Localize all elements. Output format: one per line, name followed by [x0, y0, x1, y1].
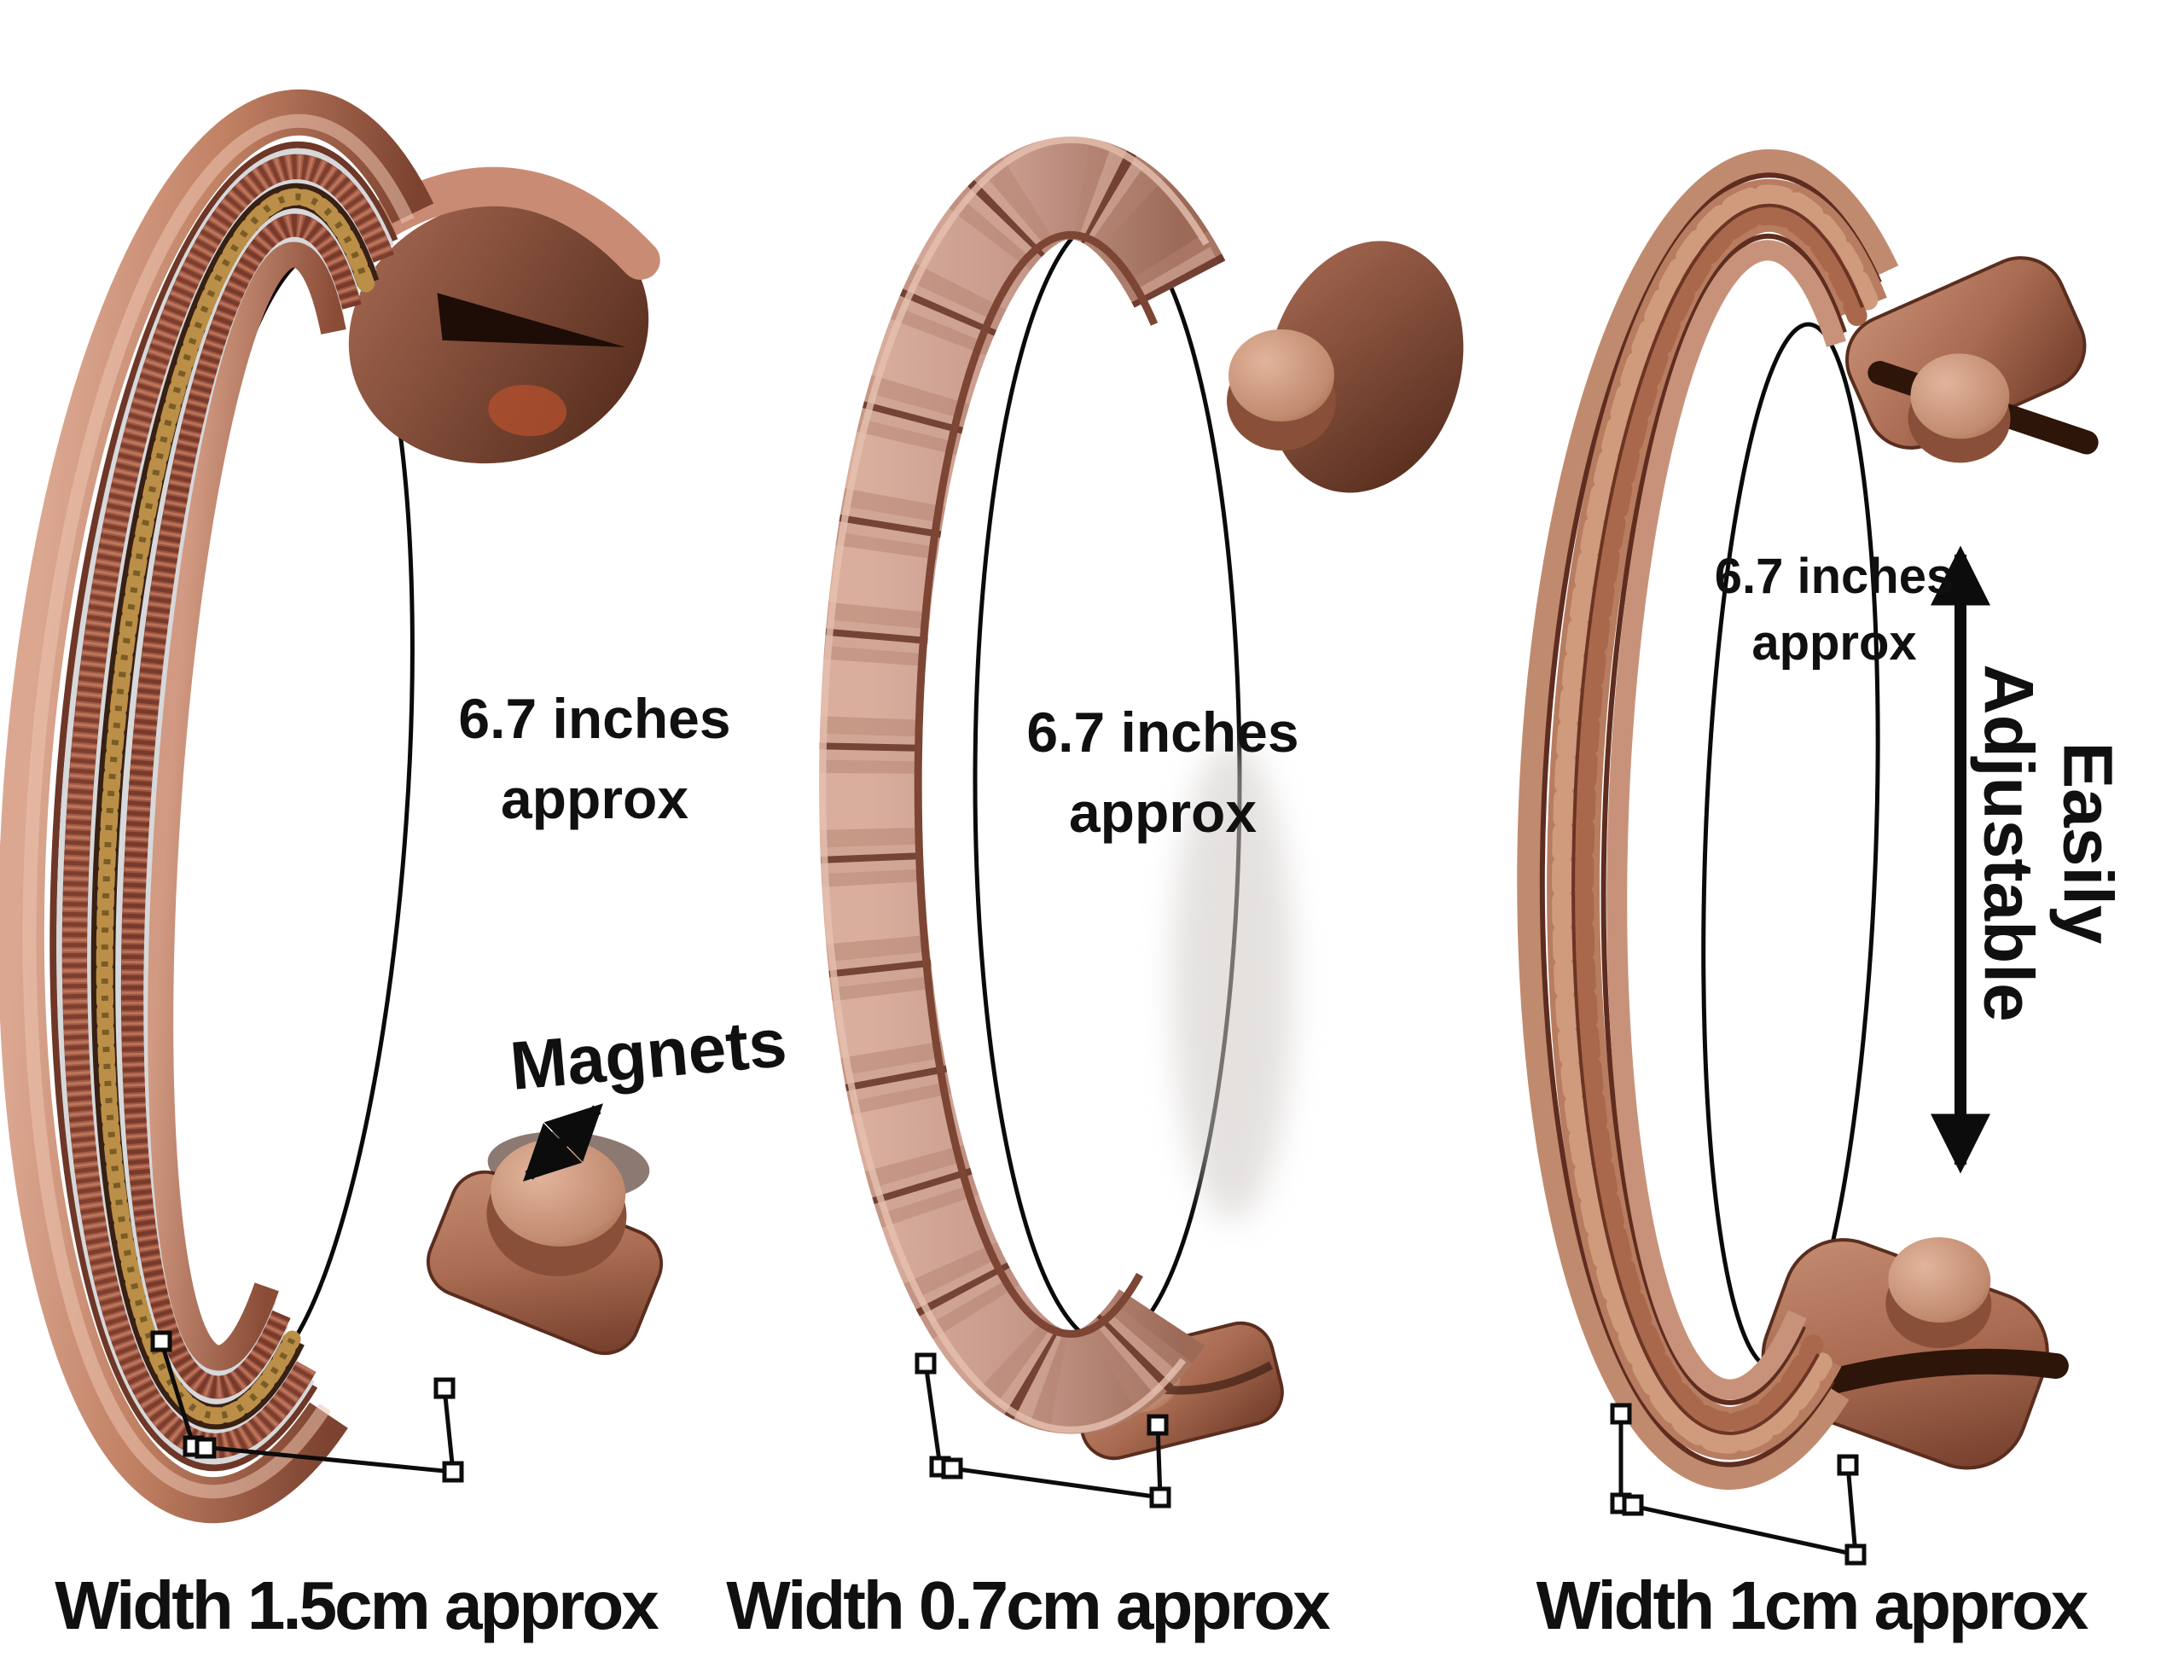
cuff-band — [0, 89, 434, 1524]
size-label-right-line2: approx — [1751, 615, 1917, 671]
size-label-middle-line1: 6.7 inches — [1026, 700, 1299, 764]
cuff-end-top — [1845, 256, 2099, 463]
width-measure-bracket-left — [150, 1330, 464, 1483]
adjustable-label: Easily Adjustable — [1968, 664, 2128, 1021]
adjustable-label-line2: Adjustable — [1969, 664, 2047, 1022]
adjustable-label-line1: Easily — [2048, 741, 2127, 945]
cuff-band — [1517, 148, 1899, 1490]
magnet — [1888, 1237, 1991, 1323]
width-measure-bracket-right — [1610, 1403, 1867, 1566]
cuff-end-bottom — [1761, 1237, 2069, 1470]
size-label-right-line1: 6.7 inches — [1714, 549, 1955, 604]
width-measure-bracket-middle — [915, 1352, 1171, 1509]
width-label-middle: Width 0.7cm approx — [726, 1567, 1330, 1643]
width-label-left: Width 1.5cm approx — [55, 1567, 659, 1643]
magnet — [1910, 353, 2010, 439]
bracelet-right-photo — [1517, 148, 2099, 1490]
size-label-left-line1: 6.7 inches — [458, 687, 731, 750]
magnet — [1228, 329, 1334, 421]
cuff-end-top — [1227, 241, 1464, 493]
cuff-band — [819, 136, 1226, 1434]
circumference-ellipse — [1701, 322, 1880, 1370]
size-label-middle-line2: approx — [1068, 781, 1258, 844]
bracelet-middle-photo — [819, 136, 1464, 1461]
size-label-left-line2: approx — [500, 767, 689, 830]
magnets-arrow-icon — [523, 1103, 603, 1182]
width-label-right: Width 1cm approx — [1536, 1567, 2089, 1643]
